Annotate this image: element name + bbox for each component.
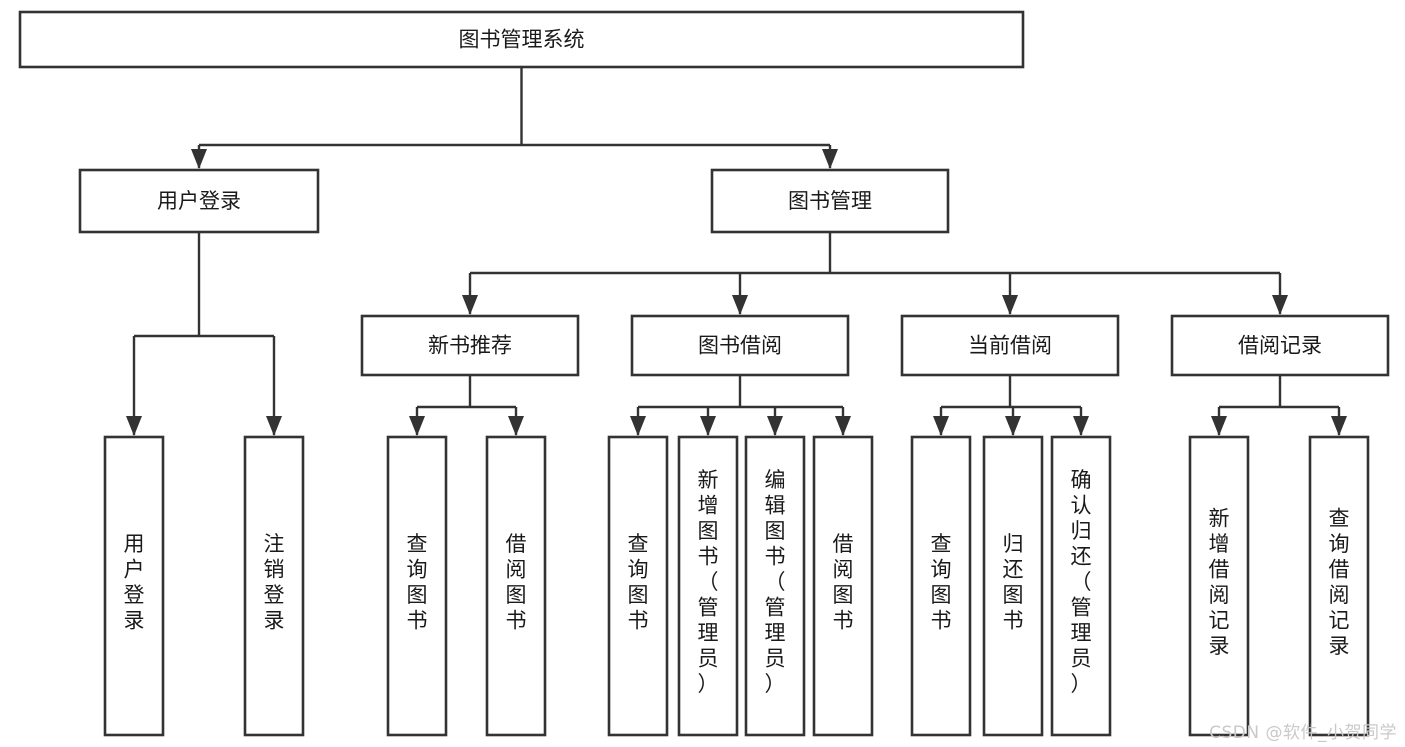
node-box-outline	[103, 435, 165, 737]
node-leaf-用户登录-注销登录[interactable]: 注销登录	[243, 435, 305, 737]
node-box-outline	[607, 435, 669, 737]
node-label: 借阅图书	[506, 532, 527, 633]
node-leaf-借阅记录-查询借阅记录[interactable]: 查询借阅记录	[1308, 435, 1370, 737]
node-leaf-图书借阅-查询图书[interactable]: 查询图书	[607, 435, 669, 737]
node-level3-借阅记录[interactable]: 借阅记录	[1170, 314, 1390, 377]
connector-lines	[126, 67, 1347, 436]
node-level2-图书管理[interactable]: 图书管理	[710, 168, 950, 234]
node-box-outline	[900, 314, 1120, 377]
node-label: 新增图书（管理员）	[698, 468, 719, 696]
node-level2-用户登录[interactable]: 用户登录	[78, 168, 320, 234]
arrow-head-icon-level2-0	[191, 149, 207, 169]
node-box-outline	[744, 435, 806, 737]
node-box-outline	[1050, 435, 1112, 737]
arrow-head-icon-level3-3	[1272, 295, 1288, 315]
node-leaf-用户登录-用户登录[interactable]: 用户登录	[103, 435, 165, 737]
arrow-head-icon-新书推荐-1	[508, 416, 524, 436]
node-label: 借阅图书	[833, 532, 854, 633]
node-label: 图书借阅	[698, 334, 782, 358]
node-box-outline	[630, 314, 850, 377]
csdn-watermark: CSDN @软件_小贺同学	[1209, 723, 1397, 743]
node-leaf-新书推荐-借阅图书[interactable]: 借阅图书	[485, 435, 547, 737]
node-label: 图书管理系统	[459, 28, 585, 52]
arrow-head-icon-图书借阅-0	[630, 416, 646, 436]
node-label: 查询借阅记录	[1329, 506, 1350, 658]
node-box-outline	[18, 10, 1025, 69]
node-label: 确认归还（管理员）	[1071, 468, 1092, 696]
node-label: 编辑图书（管理员）	[765, 468, 786, 696]
node-label: 用户登录	[124, 532, 145, 633]
node-leaf-借阅记录-新增借阅记录[interactable]: 新增借阅记录	[1188, 435, 1250, 737]
node-label: 用户登录	[157, 189, 241, 213]
node-box-outline	[1188, 435, 1250, 737]
arrow-head-icon-图书借阅-2	[767, 416, 783, 436]
arrow-head-icon-用户登录-1	[266, 416, 282, 436]
node-label: 查询图书	[931, 532, 952, 633]
arrow-head-icon-借阅记录-0	[1211, 416, 1227, 436]
node-leaf-新书推荐-查询图书[interactable]: 查询图书	[386, 435, 448, 737]
arrow-head-icon-用户登录-0	[126, 416, 142, 436]
node-level3-当前借阅[interactable]: 当前借阅	[900, 314, 1120, 377]
node-root-图书管理系统[interactable]: 图书管理系统	[18, 10, 1025, 69]
node-leaf-当前借阅-归还图书[interactable]: 归还图书	[982, 435, 1044, 737]
node-box-outline	[910, 435, 972, 737]
node-label: 归还图书	[1003, 532, 1024, 633]
arrow-head-icon-当前借阅-0	[933, 416, 949, 436]
node-box-outline	[243, 435, 305, 737]
node-box-outline	[812, 435, 874, 737]
node-label: 查询图书	[407, 532, 428, 633]
arrow-head-icon-level3-2	[1002, 295, 1018, 315]
arrow-head-icon-level3-0	[462, 295, 478, 315]
node-box-outline	[360, 314, 580, 377]
node-label: 借阅记录	[1238, 334, 1322, 358]
node-label: 注销登录	[264, 532, 285, 633]
node-box-outline	[78, 168, 320, 234]
node-boxes: 图书管理系统用户登录图书管理新书推荐图书借阅当前借阅借阅记录用户登录注销登录查询…	[18, 10, 1390, 737]
node-label: 当前借阅	[968, 334, 1052, 358]
node-box-outline	[386, 435, 448, 737]
node-label: 新增借阅记录	[1209, 506, 1230, 658]
arrow-head-icon-新书推荐-0	[409, 416, 425, 436]
arrow-head-icon-图书借阅-1	[700, 416, 716, 436]
arrow-head-icon-当前借阅-2	[1073, 416, 1089, 436]
node-box-outline	[710, 168, 950, 234]
arrow-head-icon-当前借阅-1	[1005, 416, 1021, 436]
node-level3-图书借阅[interactable]: 图书借阅	[630, 314, 850, 377]
arrow-head-icon-图书借阅-3	[835, 416, 851, 436]
node-leaf-当前借阅-查询图书[interactable]: 查询图书	[910, 435, 972, 737]
node-level3-新书推荐[interactable]: 新书推荐	[360, 314, 580, 377]
arrow-head-icon-借阅记录-1	[1331, 416, 1347, 436]
node-leaf-图书借阅-新增图书（管理员）[interactable]: 新增图书（管理员）	[677, 435, 739, 737]
node-label: 新书推荐	[428, 334, 512, 358]
node-box-outline	[1308, 435, 1370, 737]
node-leaf-当前借阅-确认归还（管理员）[interactable]: 确认归还（管理员）	[1050, 435, 1112, 737]
node-box-outline	[677, 435, 739, 737]
node-box-outline	[982, 435, 1044, 737]
node-leaf-图书借阅-编辑图书（管理员）[interactable]: 编辑图书（管理员）	[744, 435, 806, 737]
arrow-head-icon-level3-1	[732, 295, 748, 315]
node-box-outline	[485, 435, 547, 737]
node-box-outline	[1170, 314, 1390, 377]
node-label: 图书管理	[788, 189, 872, 213]
arrow-head-icon-level2-1	[822, 149, 838, 169]
node-leaf-图书借阅-借阅图书[interactable]: 借阅图书	[812, 435, 874, 737]
node-label: 查询图书	[628, 532, 649, 633]
